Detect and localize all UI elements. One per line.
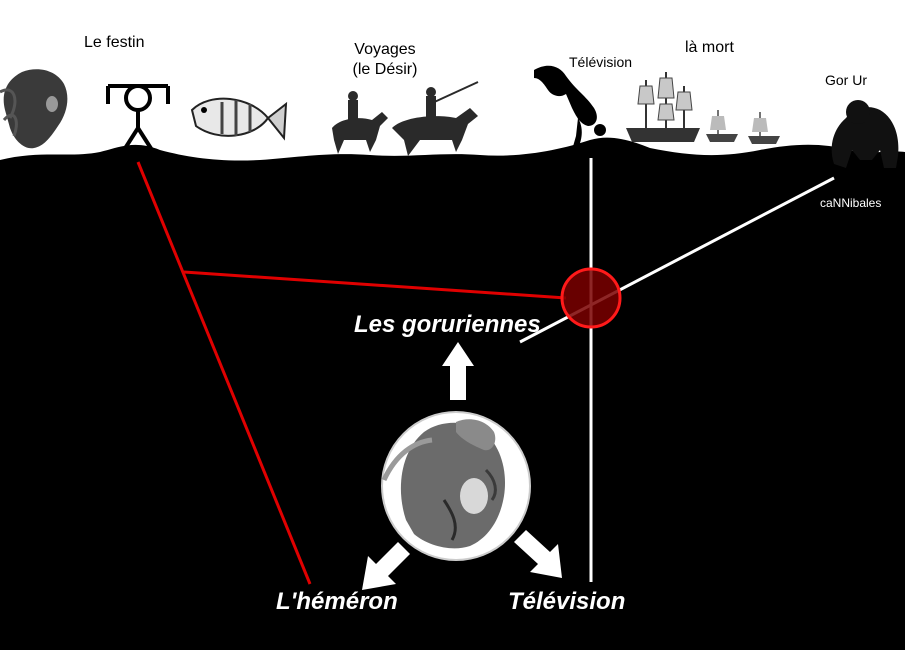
creature-head-icon [0,69,67,148]
label-cannibales: caNNibales [820,196,881,210]
label-hemeron: L'héméron [276,588,398,616]
label-voyages-line1: Voyages [348,40,422,60]
label-voyages: Voyages (le Désir) [348,40,422,80]
label-television-bottom: Télévision [508,588,625,616]
stick-figure-icon [108,86,168,150]
intersection-marker [562,269,620,327]
horse-riders-icon [332,82,478,156]
label-festin: Le festin [84,33,144,53]
label-voyages-line2: (le Désir) [348,60,422,80]
gorilla-icon [832,100,899,168]
fish-icon [192,99,286,138]
label-television-top: Télévision [569,54,632,70]
creature-portrait-icon [382,412,530,560]
label-gor-ur: Gor Ur [825,72,867,88]
sailing-ships-icon [626,72,780,144]
label-goruriennes: Les goruriennes [354,311,541,339]
diving-figure-icon [534,66,606,150]
label-la-mort: là mort [685,38,734,58]
